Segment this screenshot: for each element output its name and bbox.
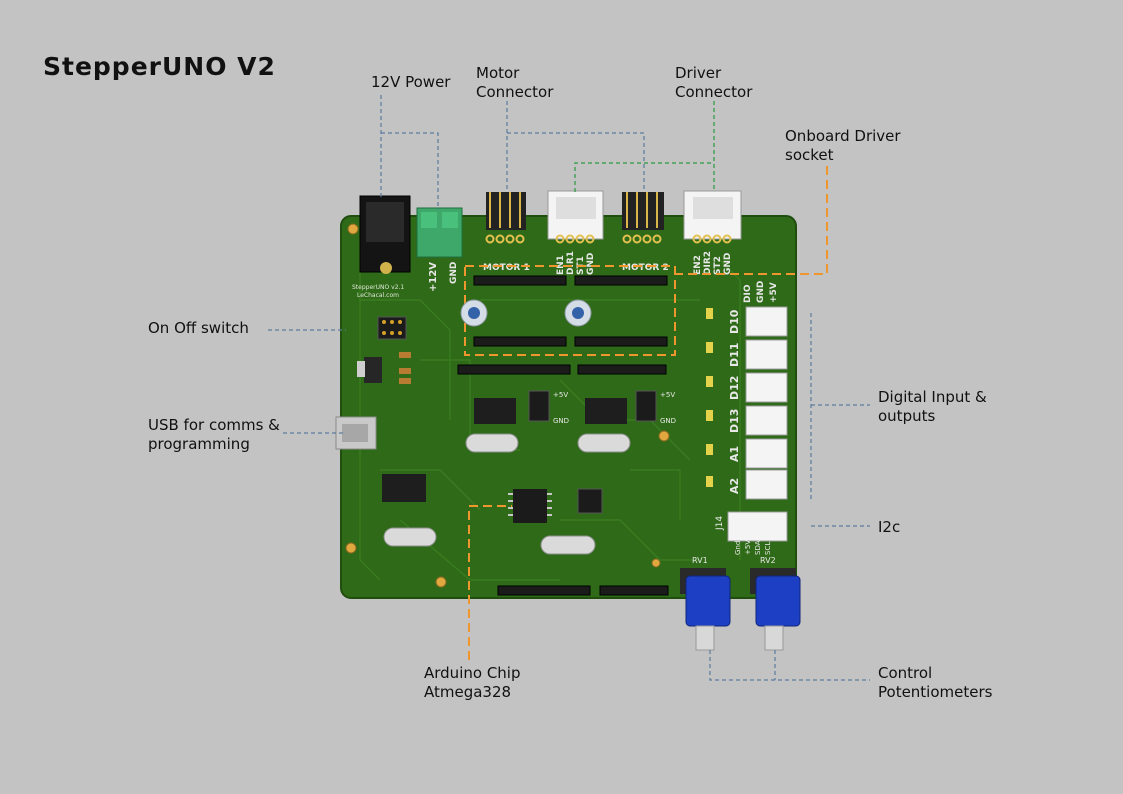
io-connectors [727, 306, 788, 542]
isp-header [577, 488, 603, 514]
electrolytic-capacitors [460, 299, 592, 327]
callout-potentiometers: Control Potentiometers [878, 664, 993, 701]
svg-text:D11: D11 [728, 343, 741, 367]
io-leds [706, 308, 713, 487]
driver-socket-headers [473, 275, 668, 347]
callout-usb: USB for comms & programming [148, 416, 280, 453]
svg-text:A1: A1 [728, 446, 741, 462]
silk-brand: StepperUNO v2.1 [352, 284, 404, 291]
potentiometers [680, 568, 801, 651]
pot-label-rv2: RV2 [760, 556, 776, 565]
callout-on-off-switch: On Off switch [148, 319, 249, 337]
label-5v-a: +5V [553, 391, 568, 399]
driver2-connector [683, 190, 742, 244]
pot-label-rv1: RV1 [692, 556, 708, 565]
driver-pin-headers [528, 390, 657, 422]
callout-12v-power: 12V Power [371, 73, 451, 91]
svg-text:SCL: SCL [764, 542, 772, 555]
io-port-labels: D10 D11 D12 D13 A1 A2 [728, 309, 741, 494]
svg-text:Gnd: Gnd [734, 541, 742, 555]
label-terminal-gnd: GND [449, 262, 459, 284]
mounting-holes [345, 223, 670, 588]
callout-arduino-chip: Arduino Chip Atmega328 [424, 664, 521, 701]
svg-text:DIR2: DIR2 [703, 251, 713, 275]
i2c-port-label: J14 [715, 516, 725, 531]
i2c-pin-labels: Gnd +5V SDA SCL [734, 540, 772, 555]
label-motor2: MOTOR 2 [622, 263, 669, 273]
svg-text:D13: D13 [728, 409, 741, 433]
svg-text:+5V: +5V [744, 540, 752, 555]
svg-text:A2: A2 [728, 478, 741, 494]
svg-text:EN2: EN2 [693, 255, 703, 275]
smd-passives [399, 352, 411, 384]
motor1-header [485, 192, 526, 244]
svg-text:GND: GND [723, 253, 733, 275]
driver1-connector [547, 190, 604, 244]
svg-text:SDA: SDA [754, 540, 762, 555]
callout-motor-connector: Motor Connector [476, 64, 554, 101]
pcb-traces [359, 240, 741, 581]
svg-text:ST2: ST2 [713, 256, 723, 275]
callout-driver-connector: Driver Connector [675, 64, 753, 101]
motor2-header [622, 192, 664, 244]
board-headers [457, 364, 669, 596]
leader-lines [268, 95, 870, 681]
svg-text:GND: GND [586, 253, 596, 275]
label-12v: +12V [428, 262, 439, 292]
svg-text:DIR1: DIR1 [566, 251, 576, 275]
label-gnd-a: GND [553, 417, 569, 425]
callout-digital-io: Digital Input & outputs [878, 388, 987, 425]
svg-text:EN1: EN1 [556, 255, 566, 275]
io-header-pin-labels: DIO GND +5V [743, 281, 779, 303]
driver-ics [382, 398, 627, 502]
driver2-pin-labels: EN2 DIR2 ST2 GND [693, 251, 733, 275]
svg-text:D10: D10 [728, 309, 741, 334]
callout-i2c: I2c [878, 518, 901, 536]
silk-site: LeChacal.com [357, 292, 399, 299]
svg-text:GND: GND [756, 281, 766, 303]
svg-text:+5V: +5V [769, 282, 779, 303]
atmega328-chip [513, 489, 547, 523]
label-gnd-b: GND [660, 417, 676, 425]
label-5v-b: +5V [660, 391, 675, 399]
label-motor1: MOTOR 1 [483, 263, 530, 273]
callout-driver-socket: Onboard Driver socket [785, 127, 901, 164]
svg-text:DIO: DIO [743, 284, 753, 303]
crystals [383, 433, 631, 555]
svg-text:D12: D12 [728, 376, 741, 400]
page-title: StepperUNO V2 [43, 52, 276, 81]
voltage-regulator [364, 357, 382, 383]
